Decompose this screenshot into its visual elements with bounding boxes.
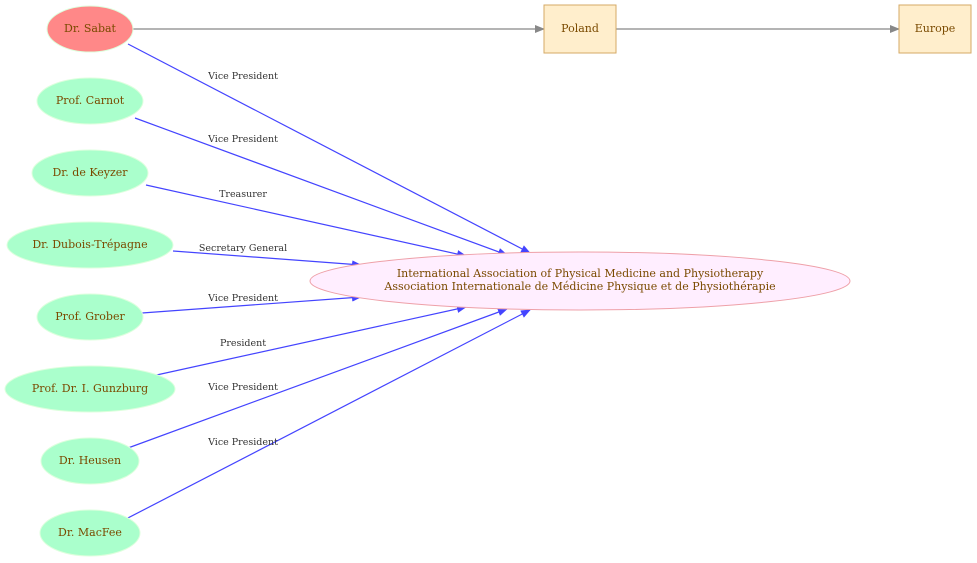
edge-label: Vice President (207, 437, 278, 448)
edge-grober (141, 293, 362, 314)
node-heusen[interactable]: Dr. Heusen (40, 437, 140, 485)
person-name: Dr. Heusen (59, 454, 121, 467)
place-box (543, 4, 617, 54)
edge-de-keyzer (145, 184, 467, 258)
node-europe[interactable]: Europe (898, 4, 972, 54)
person-name: Dr. Dubois-Trépagne (32, 238, 147, 251)
organization-name-fr: Association Internationale de Médicine P… (383, 280, 775, 293)
person-ellipse (40, 437, 140, 485)
person-name: Dr. Sabat (64, 22, 117, 35)
edge-label: Vice President (207, 293, 278, 304)
person-ellipse (46, 5, 134, 53)
edge-label: Secretary General (199, 243, 287, 254)
node-de-keyzer[interactable]: Dr. de Keyzer (31, 149, 149, 197)
person-name: Dr. MacFee (58, 526, 122, 539)
place-name: Poland (561, 22, 599, 35)
place-box (898, 4, 972, 54)
node-dubois-trepagne[interactable]: Dr. Dubois-Trépagne (6, 221, 174, 269)
node-grober[interactable]: Prof. Grober (36, 293, 144, 341)
person-name: Dr. de Keyzer (52, 166, 128, 179)
edge-dubois (172, 250, 362, 269)
role-edges: Vice President Vice President Treasurer … (125, 43, 531, 520)
place-name: Europe (915, 22, 956, 35)
edge-label: Vice President (207, 71, 278, 82)
person-name: Prof. Carnot (56, 94, 125, 107)
edge-label: Vice President (207, 134, 278, 145)
node-macfee[interactable]: Dr. MacFee (39, 509, 141, 557)
person-ellipse (6, 221, 174, 269)
node-sabat[interactable]: Dr. Sabat (46, 5, 134, 53)
person-ellipse (36, 77, 144, 125)
node-organization[interactable]: International Association of Physical Me… (309, 251, 851, 311)
edge-label: President (220, 338, 266, 349)
person-name: Prof. Dr. I. Gunzburg (32, 382, 148, 395)
person-name: Prof. Grober (55, 310, 125, 323)
person-ellipse (39, 509, 141, 557)
edge-label: Vice President (207, 382, 278, 393)
node-poland[interactable]: Poland (543, 4, 617, 54)
edge-carnot (134, 117, 508, 256)
organization-ellipse (309, 251, 851, 311)
person-ellipse (36, 293, 144, 341)
edge-label: Treasurer (219, 189, 267, 200)
person-ellipse (4, 365, 176, 413)
organization-name-en: International Association of Physical Me… (397, 267, 764, 280)
edge-macfee (125, 309, 531, 520)
edge-sabat (127, 43, 531, 254)
node-gunzburg[interactable]: Prof. Dr. I. Gunzburg (4, 365, 176, 413)
node-carnot[interactable]: Prof. Carnot (36, 77, 144, 125)
person-ellipse (31, 149, 149, 197)
edge-gunzburg (151, 305, 467, 377)
edge-heusen (127, 308, 508, 449)
